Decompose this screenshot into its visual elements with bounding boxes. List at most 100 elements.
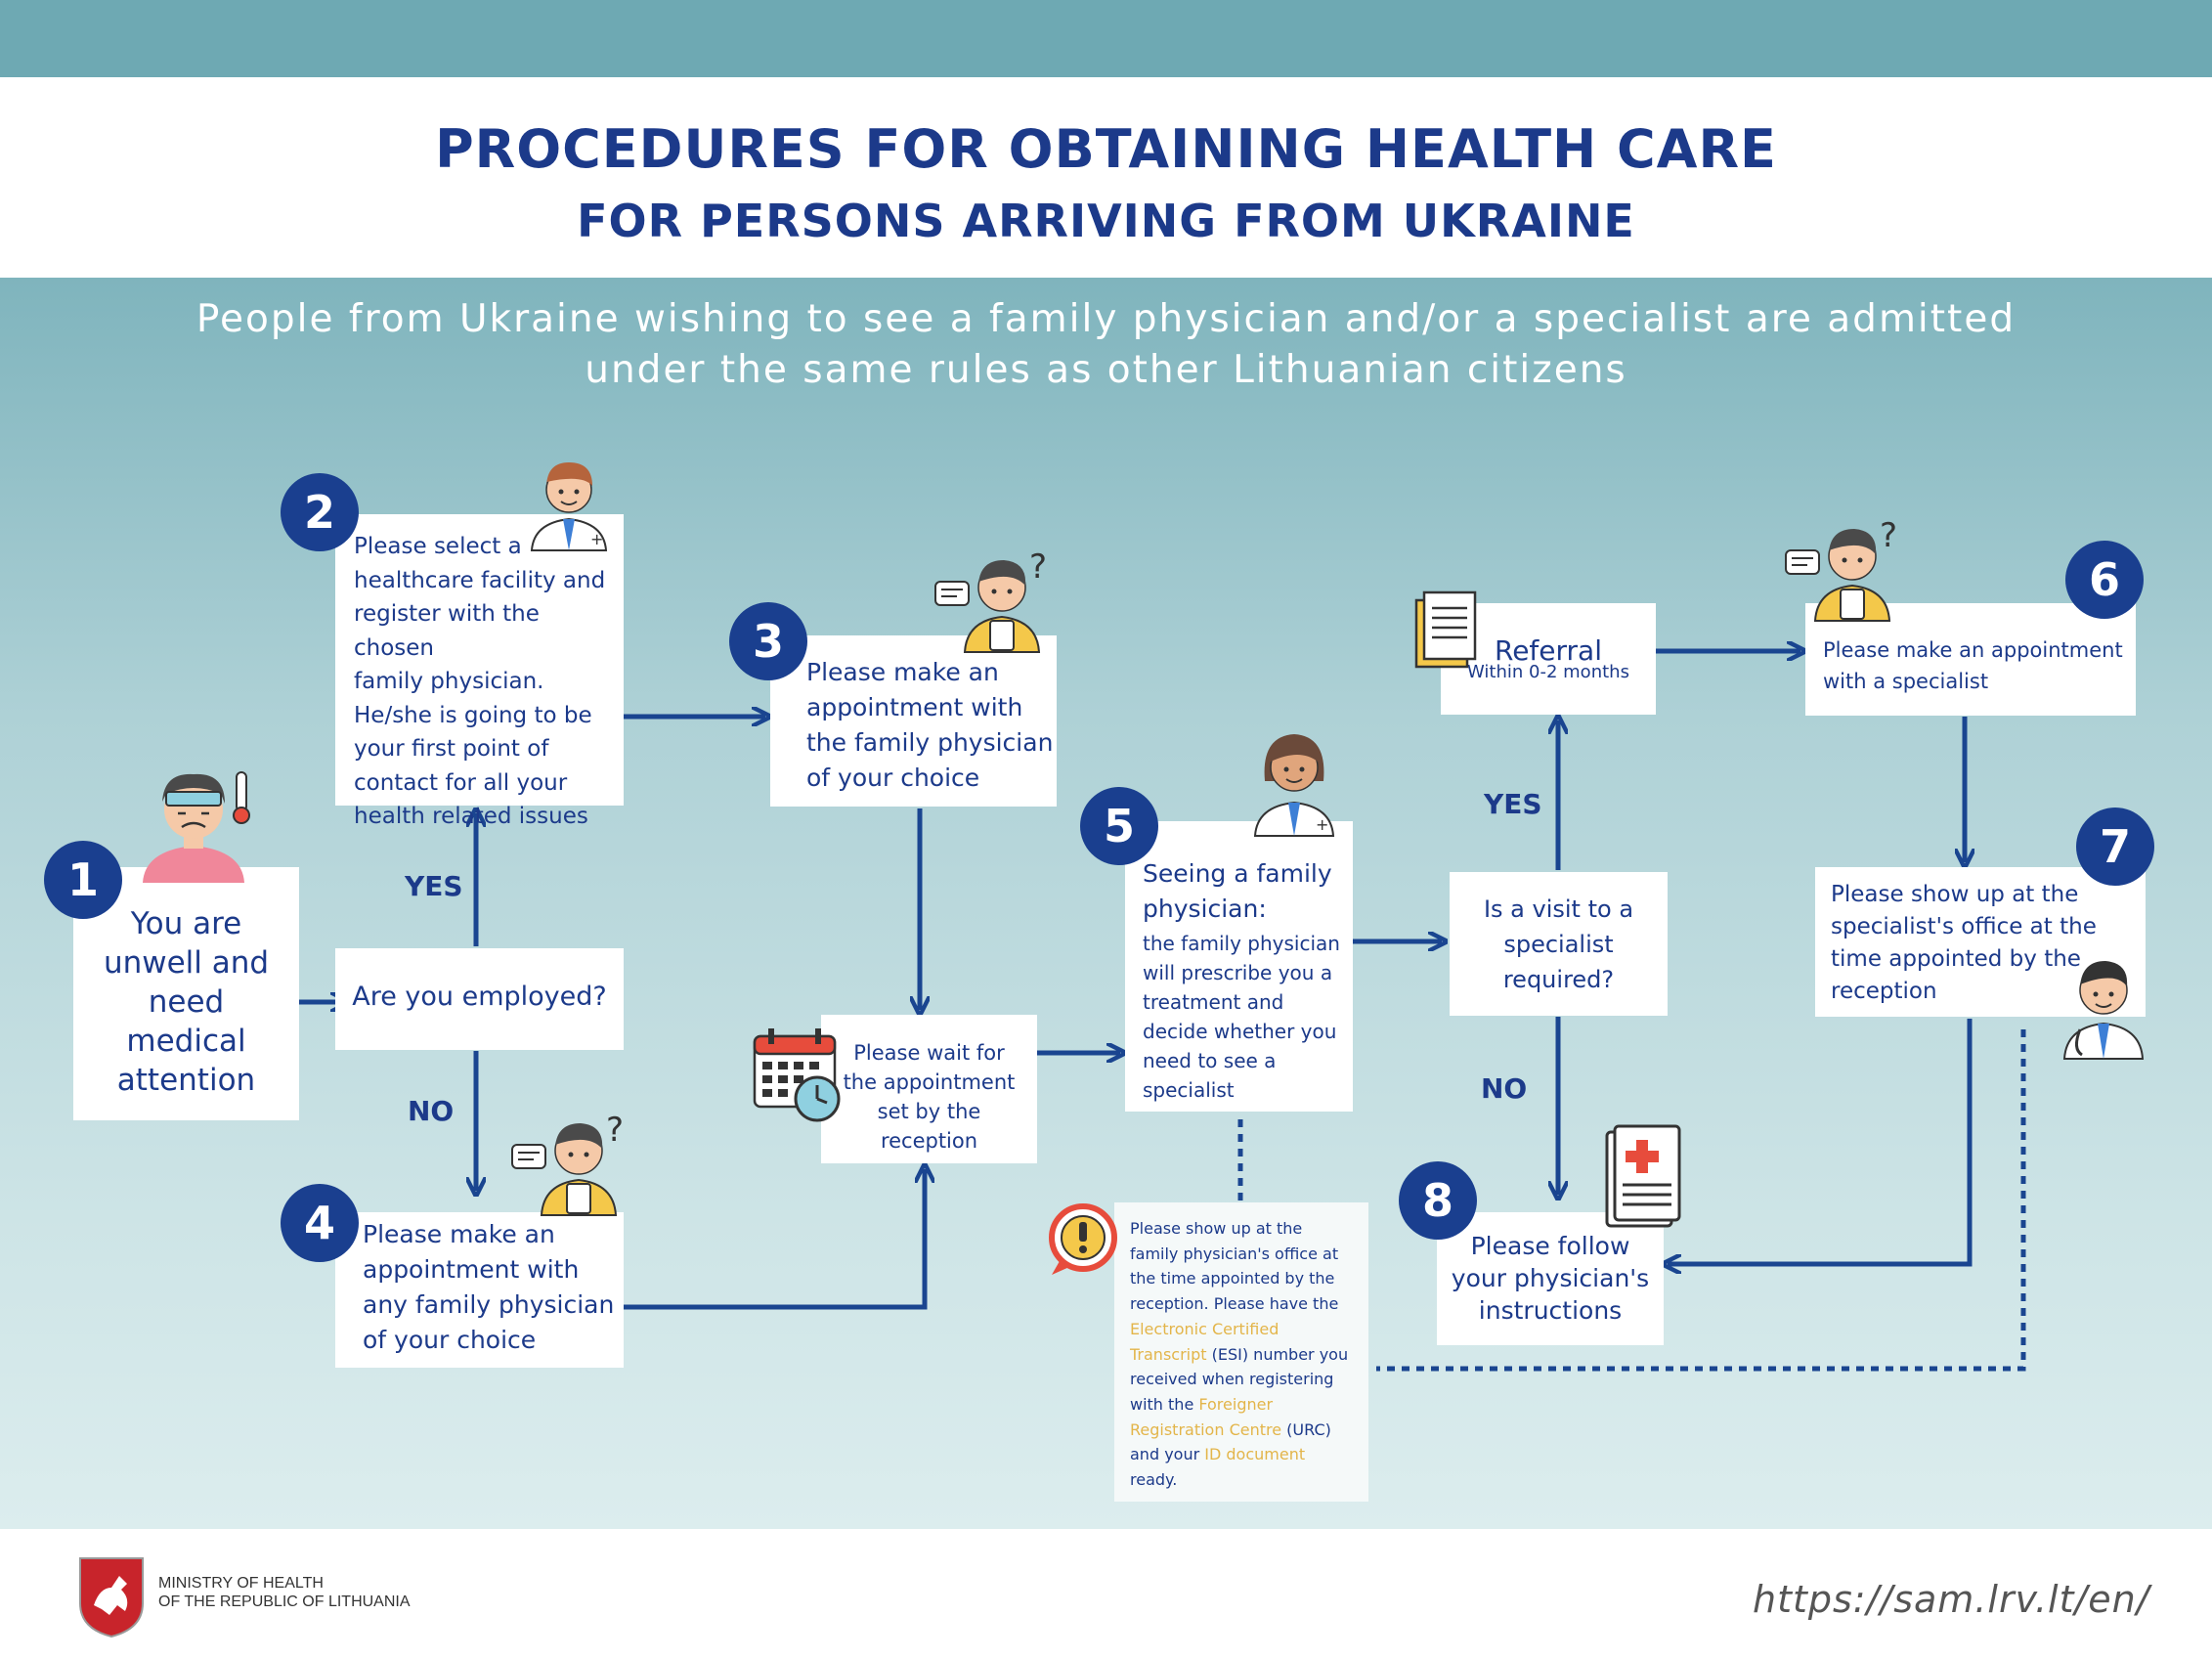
- referral-subtitle: Within 0-2 months: [1467, 662, 1629, 682]
- intro-line-1: People from Ukraine wishing to see a fam…: [195, 297, 2017, 341]
- note-highlight: Registration Centre: [1130, 1419, 1282, 1439]
- step-5-badge: 5: [1080, 787, 1158, 865]
- step-5-line: treatment and: [1143, 990, 1284, 1014]
- step-2-line: your first point of: [354, 736, 549, 762]
- decision-specialist-line: specialist: [1503, 931, 1614, 958]
- note-line: reception. Please have the: [1130, 1294, 1339, 1314]
- step-3-line: the family physician: [806, 728, 1054, 757]
- step-7-line: specialist's office at the: [1831, 914, 2097, 939]
- step-7-line: time appointed by the: [1831, 946, 2081, 972]
- svg-text:?: ?: [1880, 516, 1897, 555]
- step-8-line: your physician's: [1451, 1264, 1650, 1292]
- doctor-stethoscope-icon: [2062, 961, 2145, 1060]
- step-7-line: reception: [1831, 979, 1937, 1004]
- svg-text:+: +: [1316, 815, 1328, 834]
- label-no: NO: [1481, 1072, 1528, 1105]
- note-line: Please show up at the: [1130, 1219, 1303, 1238]
- wait-line: Please wait for: [853, 1041, 1005, 1065]
- intro-line-2: under the same rules as other Lithuanian…: [585, 348, 1627, 392]
- step-3-line: Please make an: [806, 658, 999, 686]
- step-8-box: Please follow your physician's instructi…: [1437, 1212, 1664, 1345]
- step-2-badge: 2: [281, 473, 359, 551]
- label-yes: YES: [1484, 788, 1542, 820]
- step-3-line: of your choice: [806, 764, 980, 792]
- note-line: received when registering: [1130, 1370, 1334, 1389]
- calendar-clock-icon: [753, 1028, 841, 1122]
- step-8-badge: 8: [1399, 1161, 1477, 1240]
- note-text: with the: [1130, 1394, 1199, 1414]
- decision-specialist-box: Is a visit to a specialist required?: [1450, 872, 1668, 1016]
- step-1-line: unwell and: [103, 945, 270, 981]
- step-2-line: health related issues: [354, 804, 588, 829]
- ministry-name-line1: MINISTRY OF HEALTH: [158, 1575, 324, 1592]
- exclamation-icon: [1049, 1203, 1117, 1275]
- wait-line: reception: [880, 1129, 978, 1153]
- note-text: (URC): [1281, 1419, 1331, 1439]
- doctor-icon: +: [530, 462, 608, 551]
- page-subtitle-title: FOR PERSONS ARRIVING FROM UKRAINE: [577, 195, 1635, 247]
- svg-text:?: ?: [1029, 547, 1047, 587]
- step-6-line: Please make an appointment: [1823, 638, 2123, 662]
- step-3-box: Please make an appointment with the fami…: [770, 635, 1057, 807]
- step-1-line: You are: [130, 906, 242, 941]
- note-line: Transcript (ESI) number you: [1130, 1342, 1348, 1368]
- header: PROCEDURES FOR OBTAINING HEALTH CARE FOR…: [0, 77, 2212, 278]
- top-color-band: [0, 0, 2212, 77]
- step-1-box: You are unwell and need medical attentio…: [73, 867, 299, 1120]
- step-2-line: healthcare facility and: [354, 567, 606, 593]
- step-3-line: appointment with: [806, 693, 1023, 721]
- step-5-line: will prescribe you a: [1143, 961, 1333, 984]
- referral-box: Referral Within 0-2 months: [1441, 603, 1656, 715]
- coat-of-arms-icon: [79, 1557, 144, 1638]
- step-2-line: He/she is going to be: [354, 702, 592, 728]
- svg-text:?: ?: [606, 1111, 624, 1150]
- step-6-badge: 6: [2065, 541, 2144, 619]
- sick-person-icon: [143, 771, 250, 883]
- step-2-line: Please select a: [354, 534, 522, 559]
- step-7-line: Please show up at the: [1831, 882, 2079, 907]
- wait-line: set by the: [877, 1100, 981, 1123]
- step-6-box: Please make an appointment with a specia…: [1805, 603, 2136, 716]
- step-1-line: need: [148, 984, 225, 1020]
- confused-person-icon: ?: [511, 1111, 624, 1216]
- step-2-line: family physician.: [354, 669, 544, 694]
- note-highlight: ID document: [1204, 1445, 1306, 1464]
- step-6-line: with a specialist: [1823, 670, 1989, 693]
- document-icon: [1414, 590, 1477, 669]
- step-2-line: contact for all your: [354, 769, 568, 796]
- arrow-7-to-8: [1668, 1019, 1973, 1264]
- footer: MINISTRY OF HEALTH OF THE REPUBLIC OF LI…: [0, 1529, 2212, 1659]
- step-8-line: instructions: [1478, 1296, 1623, 1325]
- female-doctor-icon: +: [1253, 734, 1335, 837]
- step-1-line: attention: [116, 1063, 256, 1098]
- step-5-box: Seeing a family physician: the family ph…: [1125, 821, 1353, 1112]
- step-5-line: Seeing a family: [1143, 859, 1332, 888]
- note-text: (ESI) number you: [1206, 1344, 1349, 1364]
- step-2-box: Please select a healthcare facility and …: [335, 514, 624, 829]
- note-line: with the Foreigner: [1130, 1392, 1348, 1418]
- step-4-line: of your choice: [363, 1326, 537, 1354]
- label-no: NO: [408, 1095, 455, 1127]
- step-4-badge: 4: [281, 1184, 359, 1262]
- decision-employed-box: Are you employed?: [335, 948, 624, 1050]
- step-5-line: specialist: [1143, 1078, 1235, 1102]
- confused-person-icon: ?: [1785, 516, 1897, 622]
- note-line: ready.: [1130, 1470, 1178, 1490]
- step-5-line: the family physician: [1143, 932, 1340, 955]
- note-text: and your: [1130, 1445, 1205, 1464]
- referral-title: Referral: [1495, 634, 1602, 667]
- website-link[interactable]: https://sam.lrv.lt/en/: [1753, 1578, 2150, 1621]
- arrow-4-to-wait: [624, 1169, 925, 1310]
- dotted-7-to-8: [1376, 1029, 2026, 1372]
- step-1-badge: 1: [44, 841, 122, 919]
- step-4-line: appointment with: [363, 1255, 580, 1284]
- step-5-line: decide whether you: [1143, 1020, 1337, 1043]
- note-line: the time appointed by the: [1130, 1269, 1335, 1288]
- decision-specialist-line: required?: [1502, 966, 1615, 993]
- note-highlight: Electronic Certified: [1130, 1319, 1279, 1338]
- svg-text:+: +: [590, 530, 603, 548]
- note-line: and your ID document: [1130, 1442, 1348, 1467]
- decision-employed-text: Are you employed?: [352, 982, 607, 1012]
- decision-specialist-line: Is a visit to a: [1483, 895, 1634, 923]
